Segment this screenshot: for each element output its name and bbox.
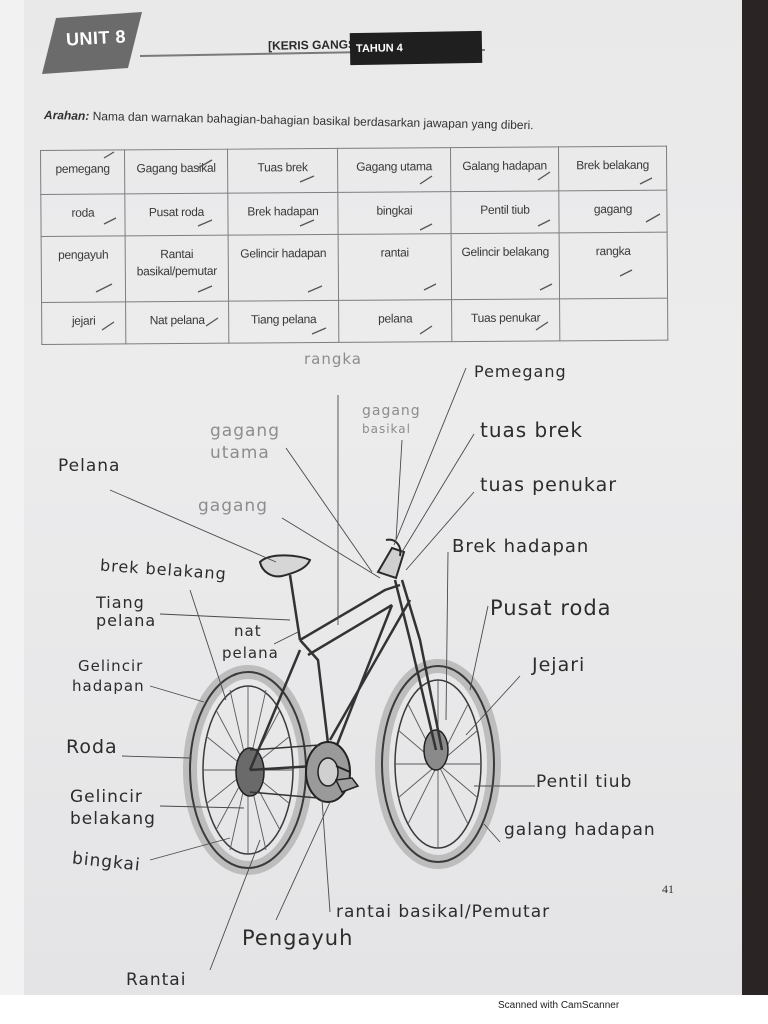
label-galang-hadapan: galang hadapan	[504, 820, 656, 840]
label-gagang-basikal: gagang basikal	[362, 403, 421, 436]
label-rangka: rangka	[304, 350, 363, 368]
unit-tab-shape	[42, 12, 142, 74]
label-rantai: Rantai	[126, 970, 187, 990]
label-pelana: Pelana	[58, 456, 121, 476]
label-tuas-brek: tuas brek	[480, 418, 583, 442]
label-nat-pelana: nat pelana	[222, 622, 279, 662]
label-brek-hadapan: Brek hadapan	[452, 536, 590, 557]
chainring	[305, 741, 360, 803]
label-gelincir-hadapan: Gelincir hadapan	[72, 657, 145, 695]
page-number: 41	[662, 882, 674, 896]
scanner-footer: Scanned with CamScanner	[498, 1000, 620, 1011]
worksheet-page	[24, 0, 742, 995]
handlebar	[376, 546, 406, 580]
label-tuas-penukar: tuas penukar	[480, 474, 618, 496]
label-gelincir-belakang: Gelincir belakang	[70, 787, 156, 829]
label-gagang: gagang	[198, 496, 268, 516]
label-tiang-pelana: Tiang pelana	[96, 593, 157, 630]
label-pentil-tiub: Pentil tiub	[536, 772, 633, 792]
label-jejari: Jejari	[532, 654, 586, 676]
label-roda: Roda	[66, 736, 118, 758]
label-pusat-roda: Pusat roda	[490, 596, 612, 620]
left-margin	[0, 0, 24, 995]
right-dark-edge	[742, 0, 768, 995]
label-pemegang: Pemegang	[474, 362, 567, 381]
label-rantai-basikal: rantai basikal/Pemutar	[336, 902, 551, 922]
label-pengayuh: Pengayuh	[242, 926, 354, 950]
label-gagang-utama: gagang utama	[210, 421, 280, 463]
